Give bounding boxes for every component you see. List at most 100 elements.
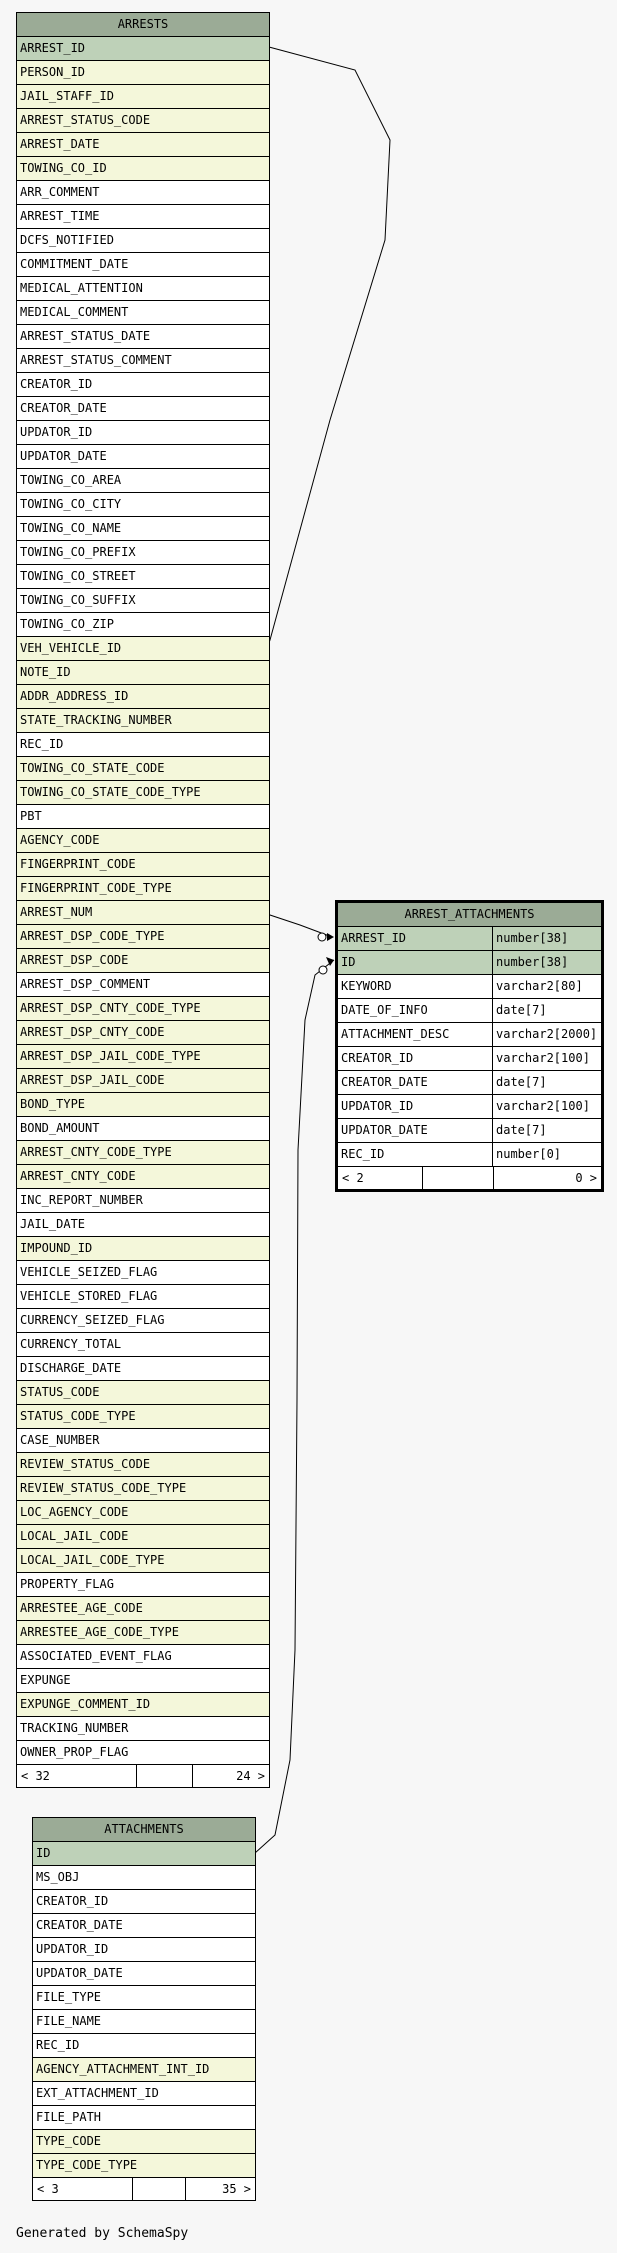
column-row: TOWING_CO_AREA xyxy=(17,469,269,493)
column-row: UPDATOR_ID xyxy=(33,1938,255,1962)
column-name: DCFS_NOTIFIED xyxy=(20,233,114,247)
column-name: VEH_VEHICLE_ID xyxy=(20,641,122,655)
column-row: TRACKING_NUMBER xyxy=(17,1717,269,1741)
column-row: VEHICLE_SEIZED_FLAG xyxy=(17,1261,269,1285)
column-type: varchar2[100] xyxy=(492,1047,601,1070)
column-row: REVIEW_STATUS_CODE xyxy=(17,1453,269,1477)
column-name: CREATOR_DATE xyxy=(20,401,107,415)
column-name: COMMITMENT_DATE xyxy=(20,257,129,271)
column-name: EXPUNGE xyxy=(20,1673,71,1687)
column-name: TYPE_CODE_TYPE xyxy=(36,2158,138,2172)
column-name: PERSON_ID xyxy=(20,65,86,79)
column-row: STATUS_CODE_TYPE xyxy=(17,1405,269,1429)
column-name: TOWING_CO_PREFIX xyxy=(20,545,136,559)
column-row: ARREST_TIME xyxy=(17,205,269,229)
column-row: ASSOCIATED_EVENT_FLAG xyxy=(17,1645,269,1669)
column-name: UPDATOR_DATE xyxy=(36,1966,123,1980)
column-name: STATE_TRACKING_NUMBER xyxy=(20,713,172,727)
column-row: ARREST_DSP_CODE_TYPE xyxy=(17,925,269,949)
crow-foot-marker xyxy=(327,933,334,941)
column-name: TOWING_CO_NAME xyxy=(20,521,122,535)
column-name: UPDATOR_ID xyxy=(20,425,93,439)
column-row: DISCHARGE_DATE xyxy=(17,1357,269,1381)
child-count: 35 > xyxy=(222,2182,251,2196)
column-name: CREATOR_ID xyxy=(36,1894,109,1908)
column-row: OWNER_PROP_FLAG xyxy=(17,1741,269,1765)
column-row: TOWING_CO_STREET xyxy=(17,565,269,589)
column-row: FILE_TYPE xyxy=(33,1986,255,2010)
column-name: FILE_NAME xyxy=(36,2014,102,2028)
column-name: MS_OBJ xyxy=(36,1870,80,1884)
column-row: UPDATOR_DATE xyxy=(33,1962,255,1986)
table-title: ATTACHMENTS xyxy=(33,1818,255,1842)
column-row: PERSON_ID xyxy=(17,61,269,85)
generated-by-label: Generated by SchemaSpy xyxy=(16,2226,189,2241)
column-row: ARREST_NUM xyxy=(17,901,269,925)
column-name: ARREST_CNTY_CODE xyxy=(20,1169,136,1183)
column-name: DATE_OF_INFO xyxy=(341,1003,428,1017)
column-type: date[7] xyxy=(492,999,601,1022)
column-type: number[38] xyxy=(492,951,601,974)
column-name: ARREST_DSP_JAIL_CODE_TYPE xyxy=(20,1049,201,1063)
column-row: ARREST_ID xyxy=(17,37,269,61)
column-row: ARREST_DSP_JAIL_CODE_TYPE xyxy=(17,1045,269,1069)
column-row: TYPE_CODE xyxy=(33,2130,255,2154)
column-type: varchar2[80] xyxy=(492,975,601,998)
column-row: ARREST_CNTY_CODE xyxy=(17,1165,269,1189)
column-name: FILE_PATH xyxy=(36,2110,102,2124)
column-name: ARRESTEE_AGE_CODE_TYPE xyxy=(20,1625,179,1639)
column-name: REVIEW_STATUS_CODE xyxy=(20,1457,151,1471)
crow-foot-marker xyxy=(326,957,334,966)
column-name: ARREST_DSP_COMMENT xyxy=(20,977,151,991)
column-row: TOWING_CO_ID xyxy=(17,157,269,181)
column-name: VEHICLE_STORED_FLAG xyxy=(20,1289,158,1303)
column-name: UPDATOR_DATE xyxy=(341,1123,428,1137)
child-count: 24 > xyxy=(236,1769,265,1783)
column-name: JAIL_DATE xyxy=(20,1217,86,1231)
column-name: ARRESTEE_AGE_CODE xyxy=(20,1601,143,1615)
column-row: REC_ID xyxy=(17,733,269,757)
column-name: BOND_AMOUNT xyxy=(20,1121,100,1135)
column-row: LOCAL_JAIL_CODE xyxy=(17,1525,269,1549)
column-row: AGENCY_ATTACHMENT_INT_ID xyxy=(33,2058,255,2082)
column-name: STATUS_CODE xyxy=(20,1385,100,1399)
column-row: ARR_COMMENT xyxy=(17,181,269,205)
column-name: CREATOR_DATE xyxy=(36,1918,123,1932)
column-row: LOCAL_JAIL_CODE_TYPE xyxy=(17,1549,269,1573)
column-row: ARREST_STATUS_CODE xyxy=(17,109,269,133)
column-row: REVIEW_STATUS_CODE_TYPE xyxy=(17,1477,269,1501)
optional-marker xyxy=(317,932,327,942)
column-row: ARREST_DSP_COMMENT xyxy=(17,973,269,997)
column-row: TOWING_CO_NAME xyxy=(17,517,269,541)
column-name: TOWING_CO_AREA xyxy=(20,473,122,487)
column-row: VEH_VEHICLE_ID xyxy=(17,637,269,661)
column-row: ARREST_DSP_CNTY_CODE xyxy=(17,1021,269,1045)
column-row: JAIL_STAFF_ID xyxy=(17,85,269,109)
column-name: CREATOR_DATE xyxy=(341,1075,428,1089)
column-row: ADDR_ADDRESS_ID xyxy=(17,685,269,709)
column-row: TOWING_CO_STATE_CODE_TYPE xyxy=(17,781,269,805)
column-name: TOWING_CO_ZIP xyxy=(20,617,114,631)
column-name: ARREST_CNTY_CODE_TYPE xyxy=(20,1145,172,1159)
column-name: ARREST_DSP_CODE xyxy=(20,953,129,967)
column-row: LOC_AGENCY_CODE xyxy=(17,1501,269,1525)
column-name: UPDATOR_ID xyxy=(341,1099,414,1113)
column-row: TOWING_CO_STATE_CODE xyxy=(17,757,269,781)
column-row: UPDATOR_ID xyxy=(17,421,269,445)
column-name: ARREST_ID xyxy=(20,41,86,55)
table-title: ARREST_ATTACHMENTS xyxy=(338,903,601,927)
table-footer: < 2 0 > xyxy=(338,1167,601,1189)
column-row: FILE_NAME xyxy=(33,2010,255,2034)
column-row: ARREST_DSP_CNTY_CODE_TYPE xyxy=(17,997,269,1021)
footer-spacer xyxy=(137,1765,193,1787)
column-name: TOWING_CO_ID xyxy=(20,161,107,175)
column-name: IMPOUND_ID xyxy=(20,1241,93,1255)
column-row: TOWING_CO_ZIP xyxy=(17,613,269,637)
table-title: ARRESTS xyxy=(17,13,269,37)
column-name: TYPE_CODE xyxy=(36,2134,102,2148)
column-name: AGENCY_ATTACHMENT_INT_ID xyxy=(36,2062,210,2076)
column-row: JAIL_DATE xyxy=(17,1213,269,1237)
